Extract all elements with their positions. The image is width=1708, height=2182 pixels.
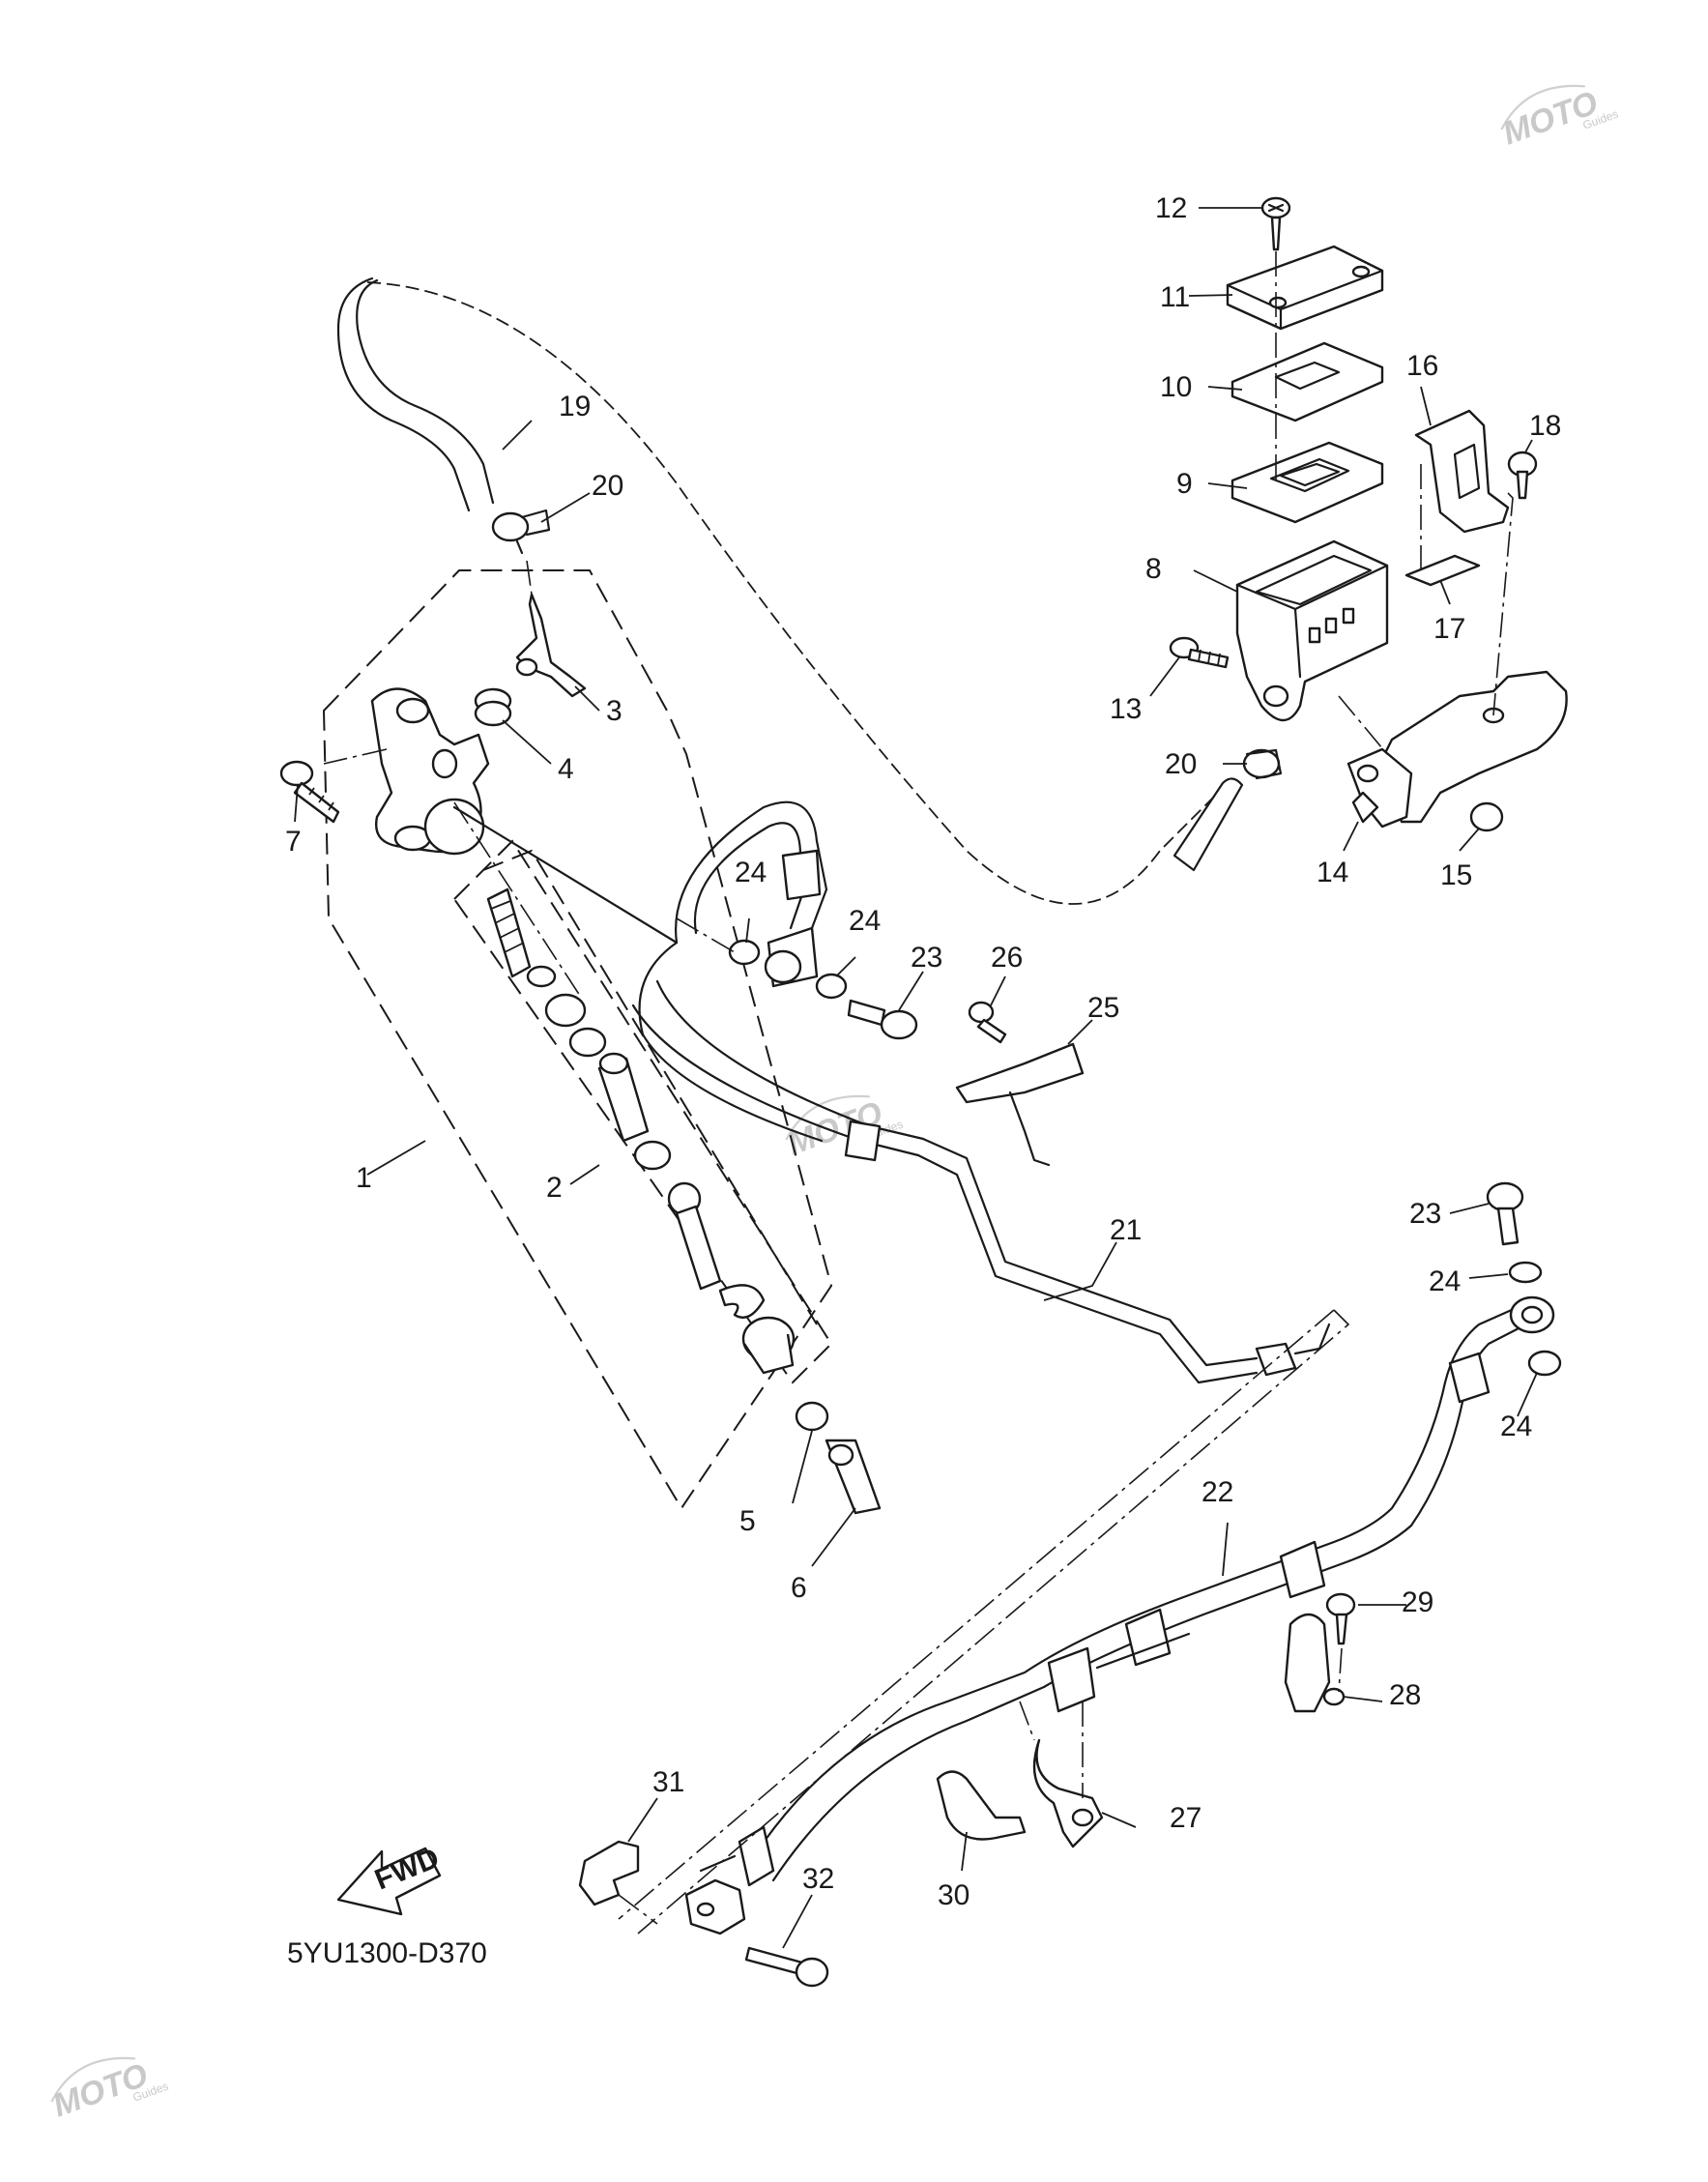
callout-25: 25: [1087, 992, 1119, 1024]
oring-seal: [474, 687, 512, 727]
damper-pad: [1404, 554, 1481, 587]
washer-upper-a: [728, 939, 761, 966]
callout-8: 8: [1145, 553, 1162, 585]
callout-2: 2: [546, 1172, 563, 1204]
callout-24-upper-b: 24: [849, 905, 881, 937]
clamp-28: [1284, 1613, 1346, 1713]
callout-24-upper-a: 24: [735, 857, 767, 888]
callout-12: 12: [1155, 192, 1187, 224]
reservoir-body: [1235, 539, 1389, 722]
screw-12: [1260, 196, 1291, 251]
watermark-bottom-left: MOTO Guides: [48, 2056, 170, 2124]
callout-31: 31: [652, 1766, 684, 1798]
banjo-bolt-lower: [1486, 1181, 1524, 1246]
watermark-center: MOTO Guides: [783, 1094, 905, 1162]
callout-19: 19: [559, 391, 591, 422]
reservoir-cap: [1226, 245, 1384, 331]
callout-27: 27: [1170, 1802, 1201, 1834]
diaphragm-plate: [1230, 341, 1384, 422]
reservoir-bracket: [1414, 409, 1510, 534]
banjo-fitting-upper: [764, 926, 819, 988]
callout-11: 11: [1160, 281, 1190, 313]
bolt-26: [968, 1001, 1007, 1044]
flange-nut: [1469, 801, 1504, 832]
callout-4: 4: [558, 753, 574, 785]
assembly-boundary: [322, 569, 833, 1510]
callout-24-lower-b: 24: [1500, 1411, 1532, 1442]
callout-17: 17: [1433, 613, 1465, 645]
washer-lower-a: [1508, 1261, 1543, 1284]
callout-1: 1: [356, 1162, 372, 1194]
screw-18: [1507, 451, 1538, 500]
banjo-fitting-lower: [1509, 1295, 1555, 1334]
hose-guide-bracket: [955, 1042, 1085, 1167]
locknut: [795, 1401, 829, 1432]
brake-hose-lower: [699, 1303, 1524, 1887]
hose-holder-31: [578, 1840, 640, 1906]
mounting-bracket: [1346, 670, 1568, 829]
callout-23-lower: 23: [1409, 1198, 1441, 1230]
callout-20-upper: 20: [592, 470, 623, 502]
callout-21: 21: [1110, 1214, 1142, 1246]
internal-kit-components: [486, 887, 796, 1375]
kit-boundary-inner: [482, 849, 818, 1325]
hose-block-32: [684, 1878, 746, 1935]
callout-18: 18: [1529, 410, 1561, 442]
bolt-29: [1325, 1592, 1356, 1645]
reservoir-bolt: [1169, 636, 1230, 669]
callout-10: 10: [1160, 371, 1192, 403]
callout-29: 29: [1402, 1586, 1433, 1618]
callout-22: 22: [1201, 1476, 1233, 1508]
hose-clamp-lower: [1242, 748, 1283, 780]
washer-lower-b: [1527, 1350, 1562, 1377]
callout-26: 26: [991, 942, 1023, 974]
callout-15: 15: [1440, 859, 1472, 891]
callout-23-upper: 23: [911, 942, 942, 974]
washer-upper-b: [815, 973, 848, 1000]
fwd-direction-arrow: FWD: [336, 1842, 444, 1916]
callout-9: 9: [1176, 468, 1193, 500]
callout-5: 5: [739, 1505, 756, 1537]
callout-numbers: 1 2 3 4 5 6 7 8 9 10 11 12 13 14 15 16 1…: [285, 192, 1561, 1911]
hose-clamp-27: [1032, 1738, 1104, 1848]
mounting-bolt: [279, 760, 340, 824]
hose-joint: [515, 593, 587, 698]
clevis: [825, 1439, 882, 1515]
callout-7: 7: [285, 826, 302, 858]
brake-hose-upper: [452, 800, 1331, 1384]
bolt-32: [744, 1946, 829, 1988]
wire-clip-30: [936, 1770, 1027, 1841]
callout-28: 28: [1389, 1679, 1421, 1711]
banjo-bolt-upper: [847, 999, 918, 1040]
watermark-top-right: MOTO Guides: [1498, 84, 1620, 152]
diagram-code: 5YU1300-D370: [287, 1937, 487, 1969]
callout-32: 32: [802, 1863, 834, 1895]
reservoir-hose: [336, 276, 1244, 905]
callout-3: 3: [606, 695, 622, 727]
callout-6: 6: [791, 1572, 807, 1604]
alignment-lines: [323, 251, 1514, 1935]
callout-30: 30: [938, 1879, 970, 1911]
diaphragm: [1230, 441, 1384, 524]
callout-16: 16: [1406, 350, 1438, 382]
leader-lines: [294, 207, 1538, 1949]
hose-clamp-upper: [491, 509, 551, 555]
callout-14: 14: [1317, 857, 1348, 888]
callout-24-lower-a: 24: [1429, 1266, 1461, 1297]
callout-20-lower: 20: [1165, 748, 1197, 780]
callout-13: 13: [1110, 693, 1142, 725]
